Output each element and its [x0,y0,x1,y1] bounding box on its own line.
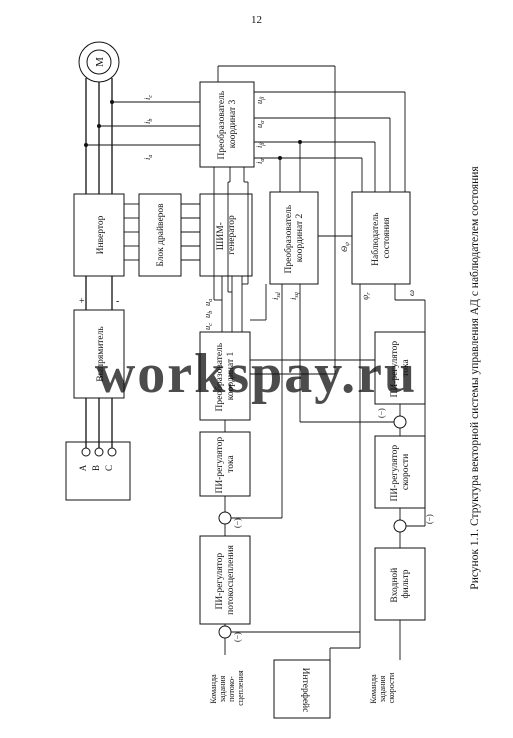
signal-u-a: ua [202,299,214,306]
inverter-block [73,193,125,277]
rectifier-label: Выпрямитель [96,326,106,382]
drivers-label: Блок драйверов [155,203,166,267]
svg-text:C: C [104,465,114,471]
converter-3-label: Преобразователь координат 3 [216,89,238,160]
signal-i-b: ib [142,119,154,124]
sum-junction-current-bottom [393,415,407,429]
svg-text:A: A [78,464,88,471]
signal-i-a: ia [142,155,154,160]
neg-current-bottom: (−) [377,408,386,418]
observer-label: Наблюдатель состояния [370,210,392,266]
pi-current-top-label: ПИ-регулятор тока [215,434,236,493]
pi-speed-label: ПИ-регулятор скорости [390,442,411,501]
signal-psi-hat: ψr [360,292,372,300]
interface-label: Интерфейс [300,668,311,713]
inverter-label: Инвертор [96,215,106,254]
signal-i-alpha: iα [254,158,266,164]
speed-command-label: Команда задания скорости [369,672,396,704]
sum-junction-flux [218,625,232,639]
pi-current-top-block [199,431,251,497]
pi-speed-block [374,435,426,509]
signal-theta-hat: Θψ [339,242,351,252]
motor-inner-circle [86,49,112,75]
signal-u-beta: uβ [254,97,266,104]
drivers-block [138,193,182,277]
neg-current-top: (−) [233,518,242,528]
signal-omega-hat: ω [406,290,416,296]
neg-flux: (−) [233,632,242,642]
interface-block [273,659,331,719]
input-filter-label: Входной фильтр [389,565,411,602]
observer-block [351,191,411,285]
watermark: workspay.ru [95,343,417,405]
pi-current-bottom-block [374,331,426,405]
grid-terminal-a: A [78,398,91,471]
dc-plus: + [79,296,85,307]
signal-u-b: ub [202,311,214,318]
grid-terminal-b: B [91,398,104,471]
pi-flux-block [199,535,251,625]
grid-terminal-c: C [104,398,117,471]
pi-flux-label: ПИ-регулятор потокосцепления [215,545,236,615]
pwm-block [199,193,253,277]
neg-speed: (−) [425,514,434,524]
pwm-label: ШИМ- генератор [216,215,237,255]
signal-u-c: uc [202,323,214,330]
converter-2-block [269,191,319,285]
motor-label: M [94,57,106,67]
dc-minus: - [116,296,119,307]
rectifier-block [73,309,125,399]
signal-i-sq: isq [288,292,300,300]
converter-1-label: Преобразователь координат 1 [214,341,236,412]
flux-command-label: Команда задания потоко- сцепления [209,670,245,706]
signal-u-alpha: uα [254,120,266,128]
page-number: 12 [251,14,262,26]
signal-i-beta: iβ [254,143,266,148]
svg-text:B: B [91,465,101,471]
figure-caption: Рисунок 1.1. Структура векторной системы… [469,166,481,590]
signal-i-sd: isd [270,291,282,300]
converter-2-label: Преобразователь координат 2 [283,203,305,274]
converter-3-block [199,81,255,168]
input-filter-block [374,547,426,621]
pi-current-bottom-label: ПИ-регулятор тока [390,338,411,397]
signal-i-c: ic [142,95,154,100]
sum-junction-current-top [218,511,232,525]
sum-junction-speed [393,519,407,533]
